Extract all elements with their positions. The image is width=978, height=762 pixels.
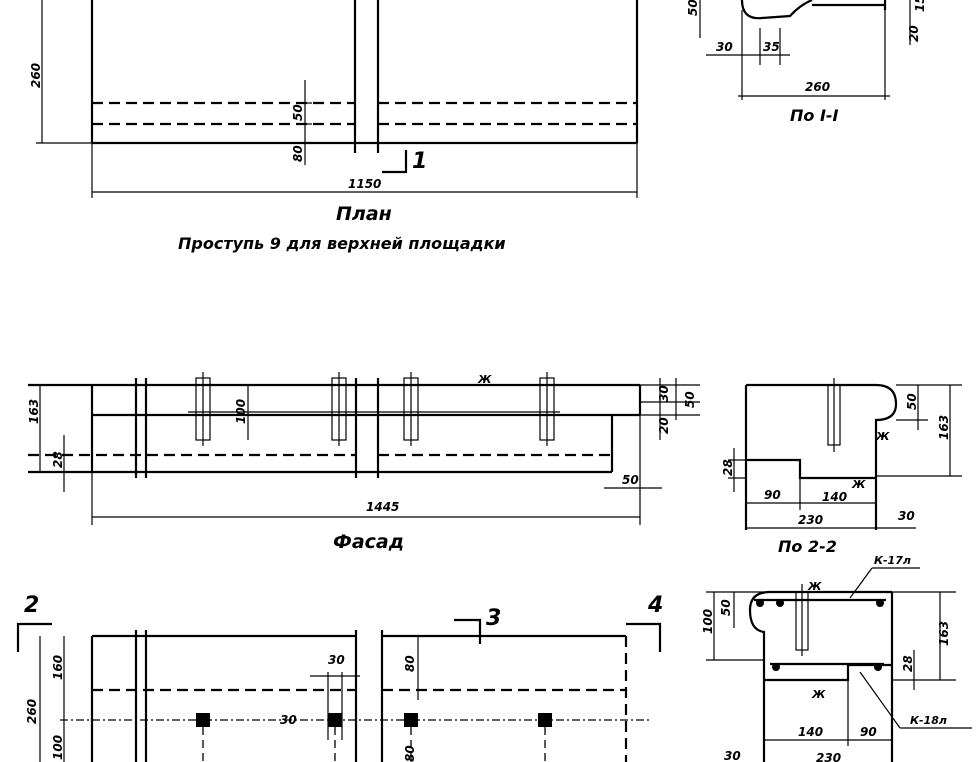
s2-dim-50: 50 (905, 393, 919, 410)
s3-mark-zh: Ж (807, 580, 822, 593)
s3-dim-30: 30 (724, 749, 741, 762)
facade-dim-20: 20 (657, 417, 671, 434)
s2-mark-zh2: Ж (851, 478, 866, 491)
s1-dim-35: 35 (763, 40, 780, 54)
bottom-dim-30a: 30 (328, 653, 345, 667)
section-1-caption: По I-I (790, 106, 839, 125)
bottom-dim-80b: 80 (403, 745, 417, 762)
section-mark-2: 2 (24, 593, 39, 618)
facade-view: Ж 100 163 28 30 50 20 50 1445 Фасад (27, 372, 700, 553)
facade-dim-1445: 1445 (366, 500, 399, 514)
s1-dim-50: 50 (686, 0, 700, 16)
facade-anchors (188, 372, 560, 446)
s2-dim-140: 140 (822, 490, 847, 504)
plan-dim-1150: 1150 (348, 177, 381, 191)
s3-mark-zh2: Ж (811, 688, 826, 701)
bottom-dim-260: 260 (25, 699, 39, 724)
section-1-1: 50 30 35 260 150 20 По I-I (686, 0, 927, 125)
s3-dim-230: 230 (816, 751, 841, 762)
section-mark-1: 1 (412, 149, 427, 174)
s2-dim-30: 30 (898, 509, 915, 523)
s3-dim-163: 163 (937, 621, 951, 646)
plan-dim-50: 50 (291, 104, 305, 121)
bottom-view: 2 3 4 260 160 100 (16, 593, 663, 762)
section-mark-3: 3 (486, 606, 501, 631)
s2-dim-90: 90 (764, 488, 781, 502)
section-3: Ж Ж К-17л К-18л 163 28 100 50 140 90 30 … (701, 554, 972, 762)
s1-dim-30: 30 (716, 40, 733, 54)
s3-dim-50: 50 (719, 599, 733, 616)
s1-dim-260: 260 (805, 80, 830, 94)
section-2-caption: По 2-2 (778, 537, 837, 556)
tread-caption: Проступь 9 для верхней площадки (178, 234, 506, 253)
k18-label: К-18л (910, 714, 947, 727)
bottom-anchors (196, 713, 552, 762)
facade-mark-zh: Ж (477, 373, 492, 386)
k17-label: К-17л (874, 554, 911, 567)
s3-dim-100: 100 (701, 609, 715, 634)
facade-caption: Фасад (333, 531, 404, 553)
plan-view: 260 50 80 1150 1 План Проступь 9 для вер… (29, 0, 639, 253)
facade-dim-30: 30 (657, 385, 671, 402)
facade-dim-163: 163 (27, 399, 41, 424)
s3-dim-90: 90 (860, 725, 877, 739)
s1-dim-150: 150 (913, 0, 927, 12)
s1-dim-20: 20 (907, 25, 921, 42)
s2-mark-zh: Ж (875, 430, 890, 443)
s2-dim-28: 28 (721, 459, 735, 476)
s3-dim-140: 140 (798, 725, 823, 739)
s2-dim-230: 230 (798, 513, 823, 527)
plan-caption: План (336, 203, 392, 225)
bottom-dim-100: 100 (51, 735, 65, 760)
section-2-2: Ж Ж 50 163 28 90 140 230 30 По 2-2 (721, 378, 962, 556)
bottom-dim-160: 160 (51, 655, 65, 680)
bottom-dim-80: 80 (403, 655, 417, 672)
s2-dim-163: 163 (937, 415, 951, 440)
facade-dim-28: 28 (51, 451, 65, 468)
section-mark-4: 4 (647, 593, 663, 618)
plan-dim-80: 80 (291, 145, 305, 162)
facade-dim-50b: 50 (622, 473, 639, 487)
bottom-dim-30b: 30 (280, 713, 297, 727)
facade-dim-100: 100 (234, 399, 248, 424)
s3-dim-28: 28 (901, 655, 915, 672)
plan-dim-260: 260 (29, 63, 43, 88)
facade-dim-50: 50 (683, 391, 697, 408)
